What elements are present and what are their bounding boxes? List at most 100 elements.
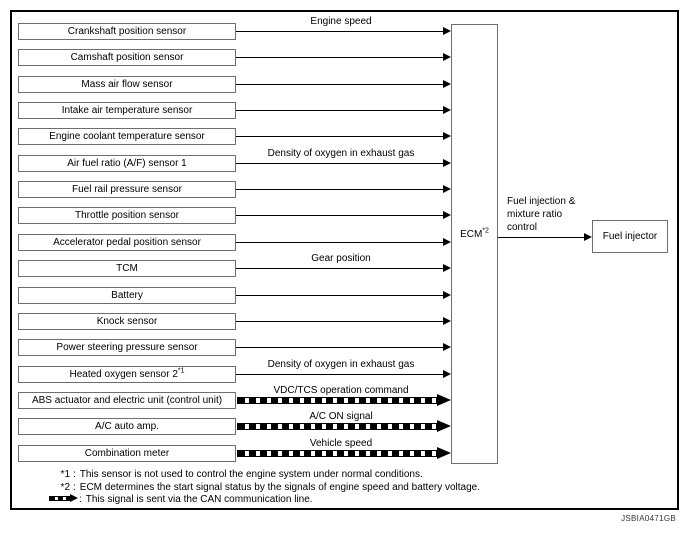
flow-line [236,110,444,111]
footnote-ref: *1 [177,367,185,375]
can-flow-line [237,423,437,430]
can-arrow-icon [437,447,451,459]
can-arrow-icon [49,493,78,502]
footnote-marker: *2 [60,481,70,493]
input-box-label: Air fuel ratio (A/F) sensor 1 [67,157,187,169]
flow-line [236,136,444,137]
ecm-box: ECM*2 [451,24,498,464]
arrow-icon [443,27,451,35]
can-flow-line [237,450,437,457]
input-box: Crankshaft position sensor [18,23,236,40]
input-box-label: ABS actuator and electric unit (control … [31,394,223,406]
arrow-icon [443,317,451,325]
reference-code: JSBIA0471GB [621,514,676,523]
input-box-label: Engine coolant temperature sensor [49,130,205,142]
signal-label: Gear position [311,253,371,264]
arrow-icon [443,106,451,114]
flow-line [236,215,444,216]
input-box: Air fuel ratio (A/F) sensor 1 [18,155,236,172]
input-box: TCM [18,260,236,277]
output-signal-line: mixture ratio [507,209,563,220]
output-signal-line: control [507,222,538,233]
flow-line [236,242,444,243]
arrow-icon [443,159,451,167]
flow-line [236,57,444,58]
input-box-label: Crankshaft position sensor [67,25,187,37]
input-box-label: Camshaft position sensor [70,51,184,63]
footnotes: *1:This sensor is not used to control th… [38,469,480,507]
input-box-label: Throttle position sensor [75,209,179,221]
input-box-label: Fuel rail pressure sensor [71,183,183,195]
input-box: Accelerator pedal position sensor [18,234,236,251]
input-box-label: Heated oxygen sensor 2*1 [69,367,185,380]
footnote-colon: : [79,494,82,505]
arrow-icon [443,238,451,246]
input-box: Knock sensor [18,313,236,330]
signal-label: VDC/TCS operation command [273,385,409,396]
flow-line [236,163,444,164]
footnote-row: *2:ECM determines the start signal statu… [38,482,480,495]
input-box: Intake air temperature sensor [18,102,236,119]
input-box: Fuel rail pressure sensor [18,181,236,198]
fuel-injector-box: Fuel injector [592,220,668,253]
signal-label: A/C ON signal [309,411,373,422]
arrow-icon [443,343,451,351]
input-box-label: Mass air flow sensor [81,78,173,90]
can-flow-line [237,397,437,404]
footnote-row: :This signal is sent via the CAN communi… [38,493,480,507]
arrow-icon [443,264,451,272]
flow-line [236,295,444,296]
fuel-injector-label: Fuel injector [602,231,658,242]
ecm-footnote-ref: *2 [482,227,489,235]
input-box-label: Power steering pressure sensor [56,341,198,353]
input-box: Heated oxygen sensor 2*1 [18,366,236,383]
signal-label: Vehicle speed [309,438,373,449]
footnote-text: This sensor is not used to control the e… [79,469,423,480]
input-box: A/C auto amp. [18,418,236,435]
input-box: Engine coolant temperature sensor [18,128,236,145]
input-box: ABS actuator and electric unit (control … [18,392,236,409]
input-box-label: Accelerator pedal position sensor [53,236,201,248]
signal-label: Density of oxygen in exhaust gas [267,148,415,159]
input-box: Power steering pressure sensor [18,339,236,356]
arrow-icon [443,132,451,140]
signal-label: Engine speed [310,16,372,27]
footnote-colon: : [73,469,76,480]
signal-label: Density of oxygen in exhaust gas [267,359,415,370]
input-box-label: Knock sensor [96,315,158,327]
input-box-label: Intake air temperature sensor [61,104,193,116]
arrow-icon [443,185,451,193]
arrow-icon [443,211,451,219]
flow-line [236,347,444,348]
arrow-icon [443,53,451,61]
ecm-label: ECM*2 [460,227,489,240]
can-arrow-icon [437,394,451,406]
can-arrow-icon [437,420,451,432]
output-signal-label: Fuel injection & mixture ratio control [507,195,607,234]
input-box: Mass air flow sensor [18,76,236,93]
input-box: Combination meter [18,445,236,462]
input-box-label: TCM [116,262,138,274]
arrow-icon [443,291,451,299]
arrow-icon [443,80,451,88]
input-box: Battery [18,287,236,304]
flow-line [236,268,444,269]
input-box: Throttle position sensor [18,207,236,224]
output-arrow-icon [584,233,592,241]
input-box-label: Combination meter [84,447,170,459]
output-signal-line: Fuel injection & [507,196,576,207]
flow-line [236,321,444,322]
flow-line [236,31,444,32]
output-flow-line [498,237,584,238]
input-box-label: A/C auto amp. [95,420,159,432]
footnote-text: ECM determines the start signal status b… [79,481,481,493]
flow-line [236,189,444,190]
footnote-marker [38,493,78,507]
footnote-text: This signal is sent via the CAN communic… [85,494,313,505]
flow-line [236,374,444,375]
footnote-row: *1:This sensor is not used to control th… [38,469,480,482]
footnote-marker: *1 [60,469,70,480]
arrow-icon [443,370,451,378]
input-box: Camshaft position sensor [18,49,236,66]
